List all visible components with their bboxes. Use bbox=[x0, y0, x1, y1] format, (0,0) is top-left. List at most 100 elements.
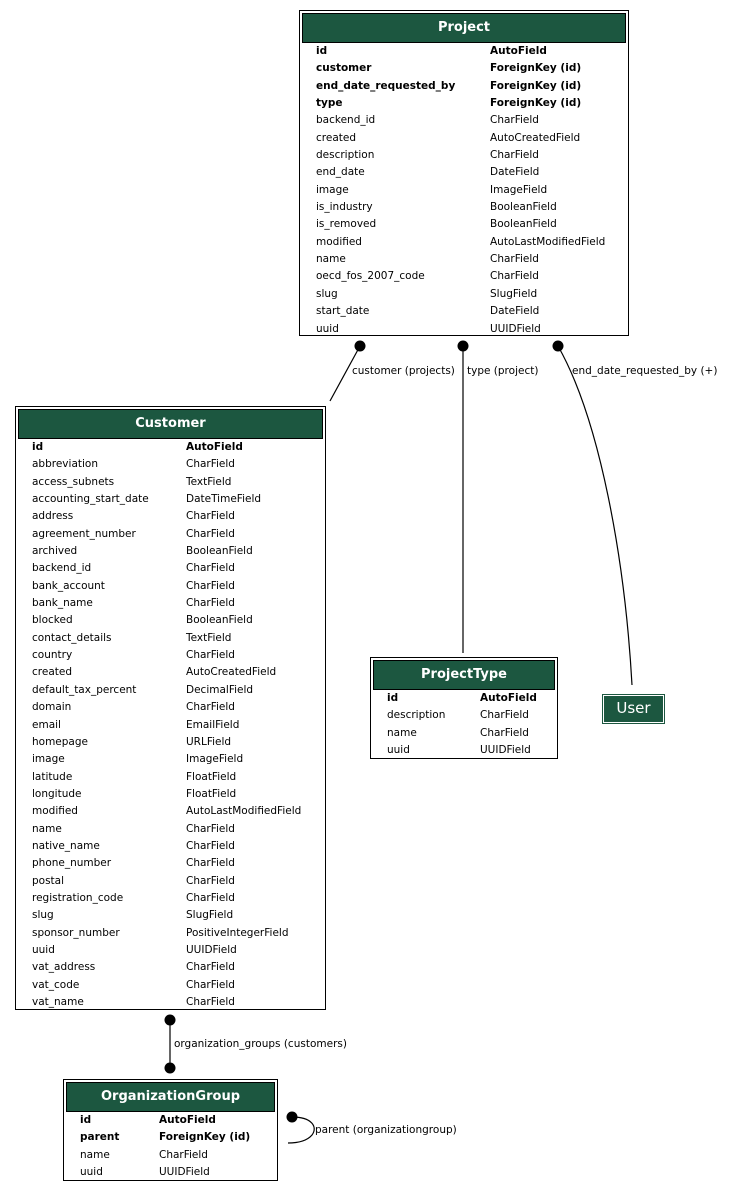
edge-customer bbox=[329, 345, 361, 402]
field-type: TextField bbox=[186, 475, 232, 488]
field-name: registration_code bbox=[32, 891, 124, 904]
field-type: BooleanField bbox=[490, 218, 557, 231]
field-type: SlugField bbox=[186, 909, 234, 922]
field-row: access_subnets TextField bbox=[16, 476, 325, 493]
entity-title: OrganizationGroup bbox=[66, 1082, 275, 1112]
field-name: bank_account bbox=[32, 579, 105, 592]
field-type: ForeignKey (id) bbox=[490, 97, 582, 110]
field-name: vat_address bbox=[32, 961, 96, 974]
field-type: DateTimeField bbox=[186, 493, 262, 506]
entity-title: Customer bbox=[18, 409, 323, 439]
field-name: accounting_start_date bbox=[32, 493, 149, 506]
field-type: AutoField bbox=[490, 45, 547, 57]
field-name: end_date bbox=[316, 166, 365, 179]
entity-title: ProjectType bbox=[373, 660, 555, 690]
field-name: archived bbox=[32, 545, 78, 558]
field-name: default_tax_percent bbox=[32, 683, 137, 696]
field-type: AutoField bbox=[480, 692, 537, 704]
field-type: ForeignKey (id) bbox=[490, 79, 582, 92]
field-name: is_industry bbox=[316, 201, 373, 214]
field-type: CharField bbox=[480, 726, 529, 739]
field-type: CharField bbox=[186, 874, 235, 887]
field-row: sponsor_number PositiveIntegerField bbox=[16, 927, 325, 944]
field-name: access_subnets bbox=[32, 475, 115, 488]
field-type: CharField bbox=[186, 597, 235, 610]
field-type: EmailField bbox=[186, 718, 240, 731]
field-name: id bbox=[316, 45, 328, 57]
field-name: blocked bbox=[32, 614, 73, 627]
field-row: end_date_requested_by ForeignKey (id) bbox=[300, 80, 628, 97]
field-type: ForeignKey (id) bbox=[159, 1131, 251, 1144]
field-name: id bbox=[387, 692, 399, 704]
field-row: name CharField bbox=[300, 253, 628, 270]
field-name: created bbox=[316, 131, 356, 144]
field-name: is_removed bbox=[316, 218, 377, 231]
field-type: PositiveIntegerField bbox=[186, 926, 289, 939]
field-name: name bbox=[80, 1148, 110, 1161]
field-name: uuid bbox=[32, 943, 55, 956]
field-name: sponsor_number bbox=[32, 926, 120, 939]
field-name: start_date bbox=[316, 305, 370, 318]
field-type: CharField bbox=[186, 579, 235, 592]
field-type: FloatField bbox=[186, 787, 237, 800]
field-name: email bbox=[32, 718, 61, 731]
field-name: vat_code bbox=[32, 978, 80, 991]
field-name: id bbox=[32, 441, 44, 453]
field-name: id bbox=[80, 1114, 92, 1126]
field-name: postal bbox=[32, 874, 65, 887]
field-type: ImageField bbox=[186, 753, 244, 766]
field-name: customer bbox=[316, 62, 372, 75]
field-name: phone_number bbox=[32, 857, 112, 870]
field-type: AutoField bbox=[159, 1114, 216, 1126]
field-type: UUIDField bbox=[186, 943, 237, 956]
field-name: address bbox=[32, 510, 74, 523]
field-row: id AutoField bbox=[371, 692, 557, 709]
field-type: CharField bbox=[480, 709, 529, 722]
edge-label-end-date-requested-by: end_date_requested_by (+) bbox=[572, 365, 717, 377]
field-name: uuid bbox=[387, 744, 410, 757]
field-name: end_date_requested_by bbox=[316, 79, 456, 92]
field-name: created bbox=[32, 666, 72, 679]
field-type: CharField bbox=[186, 996, 235, 1008]
edge-label-organization-groups: organization_groups (customers) bbox=[174, 1038, 347, 1050]
field-name: slug bbox=[316, 287, 338, 300]
field-name: contact_details bbox=[32, 631, 112, 644]
field-type: CharField bbox=[186, 701, 235, 714]
field-name: backend_id bbox=[316, 114, 376, 127]
field-type: AutoCreatedField bbox=[186, 666, 277, 679]
edge-type-dot bbox=[457, 340, 469, 352]
field-row: id AutoField bbox=[64, 1114, 277, 1131]
field-type: DateField bbox=[490, 305, 540, 318]
edge-organization-groups-dot-top bbox=[164, 1014, 176, 1026]
field-row: id AutoField bbox=[300, 45, 628, 62]
field-name: agreement_number bbox=[32, 527, 136, 540]
field-type: ImageField bbox=[490, 183, 548, 196]
field-name: name bbox=[316, 253, 346, 266]
field-type: CharField bbox=[490, 253, 539, 266]
